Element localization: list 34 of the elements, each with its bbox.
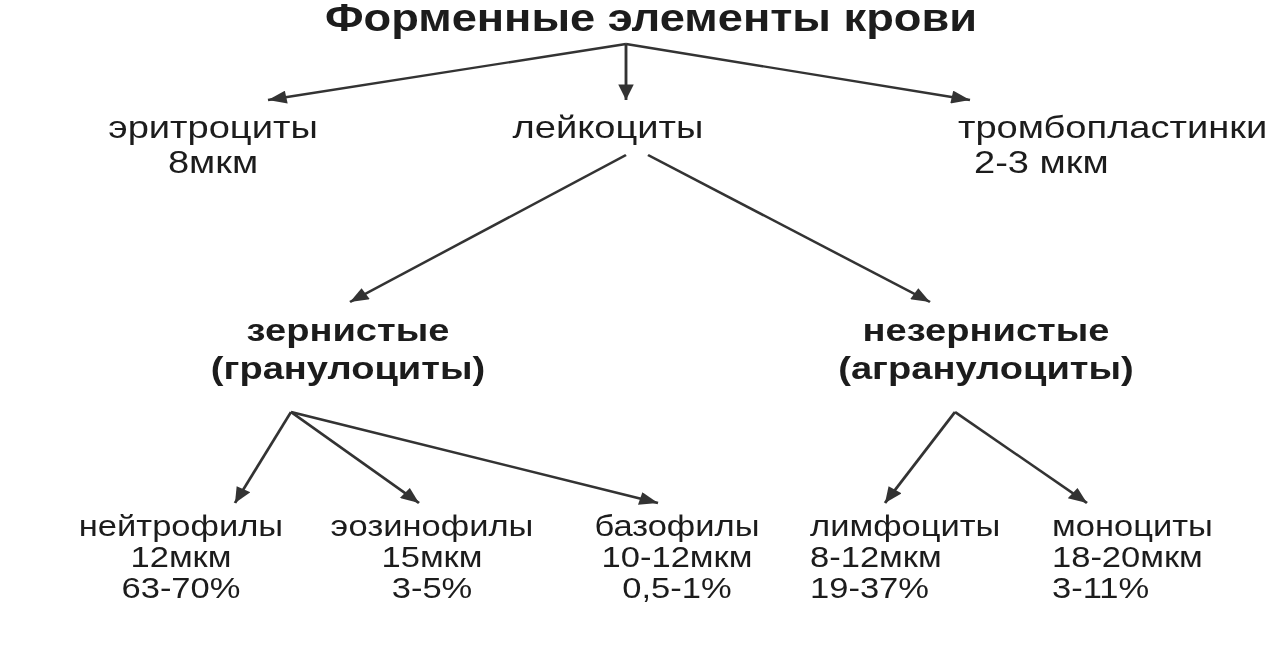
cell-type-label: нейтрофилы xyxy=(78,511,284,542)
group-synonym-label: (гранулоциты) xyxy=(210,348,486,387)
size-label: 8-12мкм xyxy=(810,542,942,573)
size-label: 10-12мкм xyxy=(601,542,753,573)
size-label: 15мкм xyxy=(381,542,483,573)
arrow xyxy=(625,42,971,105)
percentage-label: 3-11% xyxy=(1052,573,1150,604)
arrow xyxy=(618,44,634,100)
cell-type-label: базофилы xyxy=(594,511,760,542)
arrow xyxy=(954,410,1088,505)
group-label: незернистые xyxy=(862,310,1110,349)
percentage-label: 3-5% xyxy=(391,573,473,604)
size-label: 2-3 мкм xyxy=(974,144,1109,180)
arrow xyxy=(883,411,957,504)
cell-type-label: эозинофилы xyxy=(330,511,534,542)
group-synonym-label: (агранулоциты) xyxy=(838,348,1134,387)
cell-type-label: тромбопластинки xyxy=(958,109,1268,145)
arrow xyxy=(290,410,420,505)
percentage-label: 63-70% xyxy=(121,573,241,604)
cell-type-label: моноциты xyxy=(1052,511,1213,542)
size-label: 8мкм xyxy=(167,144,259,180)
arrow xyxy=(349,153,627,304)
cell-type-label: лейкоциты xyxy=(512,109,704,145)
percentage-label: 19-37% xyxy=(810,573,929,604)
size-label: 12мкм xyxy=(130,542,232,573)
arrow xyxy=(647,153,931,304)
size-label: 18-20мкм xyxy=(1052,542,1203,573)
percentage-label: 0,5-1% xyxy=(622,573,732,604)
arrow xyxy=(233,411,293,504)
group-label: зернистые xyxy=(246,310,450,349)
arrow xyxy=(290,410,659,506)
cell-type-label: лимфоциты xyxy=(810,511,1001,542)
arrow xyxy=(267,42,627,105)
cell-type-label: эритроциты xyxy=(108,109,318,145)
